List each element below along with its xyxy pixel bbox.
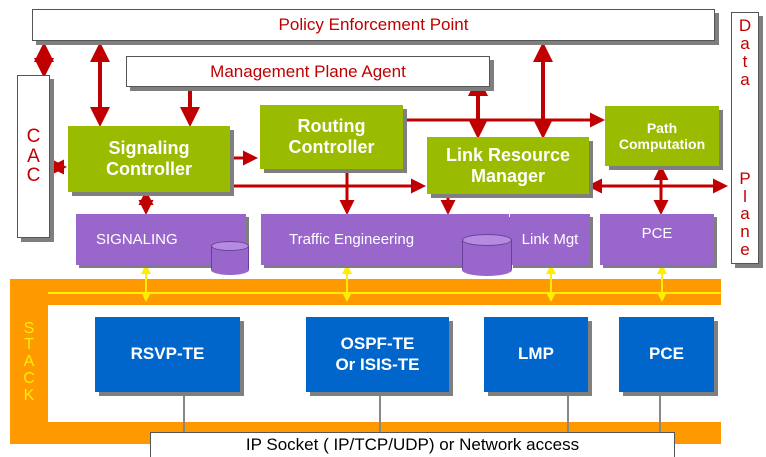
database-icon [211,241,249,275]
letter: a [740,204,750,224]
stack-letter: T [24,336,34,354]
letter: P [739,168,751,188]
stack-label: S T A C K [10,300,48,425]
stack-letter: S [23,319,35,337]
link-mgt-module: Link Mgt [510,214,590,265]
database-icon [462,234,512,276]
pce-module-label: PCE [641,225,673,242]
lrm-label: Link Resource Manager [445,144,571,186]
signaling-controller: Signaling Controller [68,126,230,192]
cac-letter: C [26,165,41,187]
pce-label: PCE [649,344,684,364]
letter: D [738,16,752,35]
letter: n [740,222,750,242]
pep-label: Policy Enforcement Point [278,15,469,34]
letter: t [742,51,748,71]
letter: e [740,240,750,260]
ospf-te-box: OSPF-TE Or ISIS-TE [306,317,449,392]
lmp-label: LMP [518,344,554,364]
stack-letter: A [23,353,35,371]
plane-word: P l a n e [739,168,751,260]
path-computation-label: Path Computation [618,119,706,152]
signaling-controller-label: Signaling Controller [105,138,192,179]
cac-box: C A C [17,75,50,238]
link-resource-manager: Link Resource Manager [427,137,589,194]
signaling-module-label: SIGNALING [96,231,178,248]
te-module-label: Traffic Engineering [289,231,415,248]
management-plane-agent: Management Plane Agent [126,56,490,87]
routing-controller-label: Routing Controller [288,116,375,157]
letter: a [740,33,750,53]
link-mgt-label: Link Mgt [521,231,579,248]
stack-top-line [48,292,721,294]
cac-letter: A [27,145,40,167]
pce-box: PCE [619,317,714,392]
path-computation: Path Computation [605,106,719,166]
pce-module: PCE [600,214,714,265]
letter: l [743,186,747,206]
lmp-box: LMP [484,317,588,392]
data-plane-box: D a t a P l a n e [731,12,759,264]
rsvp-te-label: RSVP-TE [130,344,205,364]
data-word: D a t a [739,17,751,88]
letter: a [740,69,750,89]
ospf-te-label: OSPF-TE Or ISIS-TE [335,334,420,374]
stack-letter: K [23,386,35,404]
rsvp-te-box: RSVP-TE [95,317,240,392]
policy-enforcement-point: Policy Enforcement Point [32,9,715,41]
ip-socket-bar: IP Socket ( IP/TCP/UDP) or Network acces… [150,432,675,457]
stack-letter: C [23,369,35,387]
ip-socket-label: IP Socket ( IP/TCP/UDP) or Network acces… [245,435,580,454]
cac-letter: C [26,125,41,147]
routing-controller: Routing Controller [260,105,403,169]
mpa-label: Management Plane Agent [210,61,406,81]
